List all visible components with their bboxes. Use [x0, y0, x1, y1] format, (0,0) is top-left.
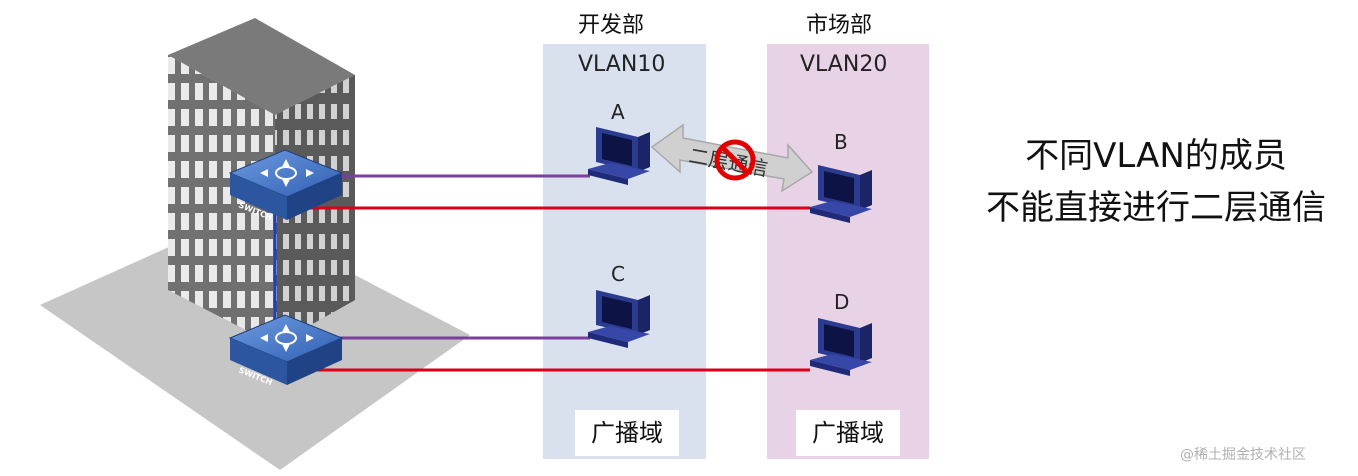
- building: [168, 18, 355, 345]
- host-label-b: B: [834, 130, 848, 154]
- vlan20-label: VLAN20: [800, 52, 888, 77]
- department-dev-title: 开发部: [578, 13, 645, 38]
- watermark: @稀土掘金技术社区: [1180, 447, 1306, 463]
- summary-line-2: 不能直接进行二层通信: [986, 188, 1326, 228]
- computer-icon-a: [588, 127, 650, 185]
- switch-top: SWITCH: [228, 149, 344, 222]
- broadcast-domain-vlan10: 广播域: [575, 410, 679, 456]
- computer-icon-c: [588, 290, 650, 348]
- department-market-title: 市场部: [806, 13, 873, 38]
- computer-icon-d: [810, 318, 872, 376]
- host-label-d: D: [834, 290, 850, 314]
- host-label-c: C: [611, 262, 625, 286]
- computer-icon-b: [810, 165, 872, 223]
- vlan10-column: [543, 44, 706, 459]
- host-label-a: A: [611, 100, 625, 124]
- broadcast-domain-vlan20: 广播域: [796, 410, 900, 456]
- summary-line-1: 不同VLAN的成员: [1025, 136, 1287, 176]
- switch-bottom: SWITCH: [228, 314, 344, 387]
- prohibited-icon: [714, 139, 756, 181]
- vlan20-column: [767, 44, 929, 459]
- vlan10-label: VLAN10: [578, 52, 666, 77]
